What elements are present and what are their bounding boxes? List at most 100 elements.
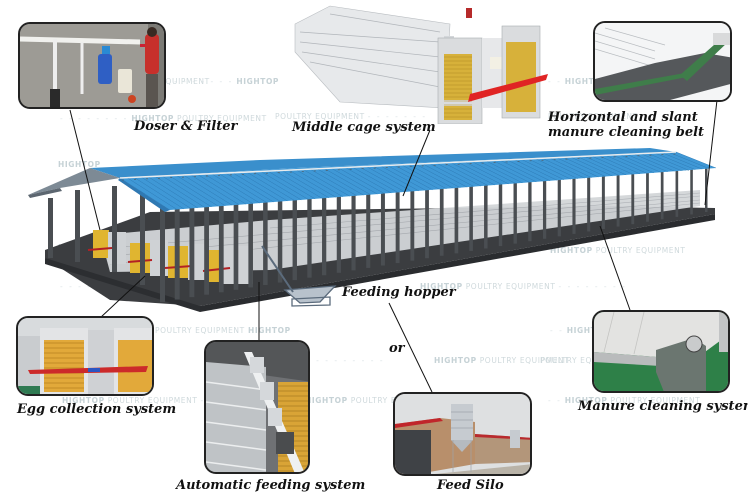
column [277, 197, 283, 283]
roof-rib [626, 154, 668, 172]
roof-rib [274, 170, 323, 199]
column [484, 183, 488, 249]
watermark: POULTRY EQUIPMENT [548, 112, 638, 121]
manure-belt-scene [595, 23, 730, 100]
column [75, 190, 80, 262]
roof-rib [366, 166, 413, 192]
column [557, 178, 561, 237]
column [160, 206, 165, 302]
column [410, 188, 415, 261]
roof-rib [380, 165, 426, 191]
column [675, 170, 679, 217]
column [233, 200, 239, 290]
automatic-feeding-scene [206, 342, 308, 472]
column [292, 196, 297, 281]
roof-rib [506, 159, 551, 181]
column [542, 179, 547, 239]
roof-rib [302, 169, 350, 197]
roof-rib [183, 174, 233, 206]
roof-rib [661, 152, 703, 170]
manure-belt-label-line1: Horizontal and slant [548, 110, 698, 125]
egg-collection-photo [16, 316, 154, 396]
manure-cleaning-photo [592, 310, 730, 393]
roof-rib [549, 157, 592, 178]
column [616, 174, 620, 227]
watermark: HIGHTOP [248, 326, 291, 335]
roof-rib [225, 172, 274, 203]
roof-rib [176, 175, 226, 206]
roof-rib [598, 155, 641, 175]
feeding-hopper [261, 245, 337, 307]
column [528, 180, 532, 242]
column [366, 191, 371, 268]
roof-rib [345, 167, 392, 194]
roof-rib [239, 172, 288, 202]
watermark: POULTRY EQUIPMENT - - - - - - - [275, 112, 428, 121]
watermark: - - - - [60, 282, 92, 291]
roof-rib [267, 170, 316, 200]
manure-cleaning-scene [594, 312, 728, 391]
column [218, 201, 224, 293]
roof-rib [352, 166, 399, 193]
doser-filter-scene [20, 24, 164, 107]
roof-rib [394, 164, 440, 190]
roof-rib [422, 163, 468, 188]
roof-rib [309, 168, 357, 196]
roof-rib [408, 164, 454, 189]
manure-cleaning-label: Manure cleaning system [578, 399, 748, 414]
watermark: - - - - - - - - - - [298, 356, 385, 365]
manure-belt-label-line2: manure cleaning belt [548, 125, 705, 140]
roof-rib [197, 174, 247, 205]
roof-left-gable [28, 168, 120, 195]
roof-rib [218, 173, 267, 203]
column [395, 189, 400, 264]
roof-rib [190, 174, 240, 205]
roof-rib [619, 154, 661, 173]
egg-collection-label: Egg collection system [17, 402, 177, 417]
column [48, 198, 53, 258]
columns [48, 168, 708, 302]
watermark: HIGHTOP POULTRY EQUIPMENT [434, 356, 570, 365]
roof-rib [577, 156, 620, 176]
column [439, 186, 444, 256]
watermark: HIGHTOP POULTRY EQUIPMENT - - - - - - - … [420, 282, 627, 291]
roof-rib [338, 167, 385, 194]
column [336, 193, 341, 273]
column [587, 176, 591, 232]
roof-rib [211, 173, 260, 204]
roof-rib [253, 171, 302, 201]
column [307, 195, 312, 278]
roof-rib [162, 175, 212, 208]
column [248, 199, 253, 288]
middle-cage-label: Middle cage system [292, 120, 436, 135]
column [112, 186, 117, 272]
column [380, 190, 385, 266]
roof-rib [429, 163, 475, 187]
column [601, 175, 605, 230]
roof-rib [570, 156, 613, 177]
or-label: or [389, 341, 405, 356]
feed-silo-scene [395, 394, 530, 474]
column [263, 198, 268, 285]
roof-rib [359, 166, 406, 193]
roof-rib [260, 171, 309, 200]
column [189, 203, 195, 298]
roof-rib [612, 154, 654, 174]
roof-rib [133, 177, 184, 210]
roof-rib [148, 176, 198, 209]
watermark: - - HIGHTOP [550, 326, 610, 335]
roof-rib [654, 152, 696, 170]
column [646, 172, 649, 222]
roof-front [120, 152, 716, 210]
column [454, 185, 459, 254]
roof-rib [457, 161, 502, 185]
roof-rib [288, 169, 336, 198]
roof-rib [246, 171, 295, 201]
column [572, 177, 576, 234]
egg-collection-scene [18, 318, 152, 394]
roof-rib [647, 153, 689, 171]
doser-filter-label: Doser & Filter [134, 119, 238, 134]
middle-cage-render [290, 2, 550, 125]
roof-rib [521, 159, 565, 180]
